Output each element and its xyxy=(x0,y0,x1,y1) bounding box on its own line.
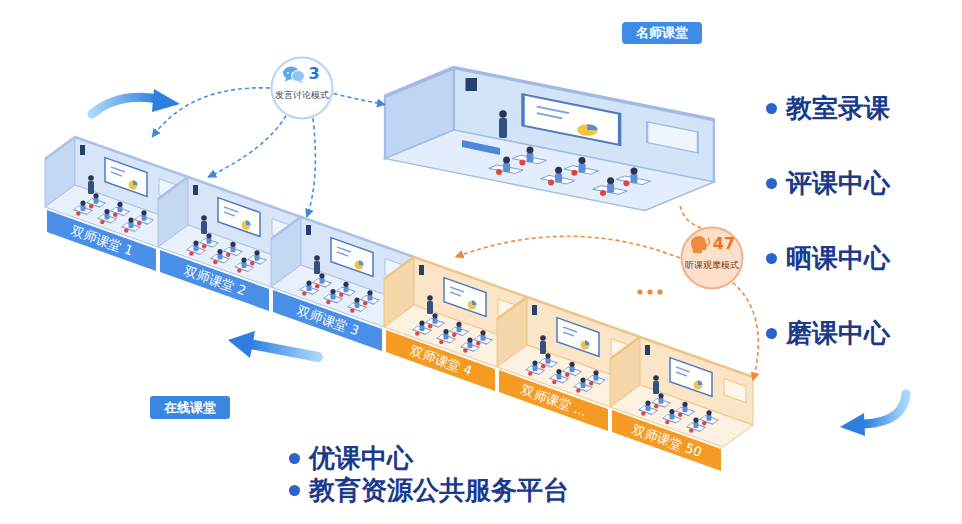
flow-arrow xyxy=(228,331,318,358)
bullet-row: 晒课中心 xyxy=(766,243,890,273)
connector xyxy=(152,88,270,137)
bullet-row: 磨课中心 xyxy=(766,318,890,348)
feature-label: 晒课中心 xyxy=(786,243,890,273)
mode-name: 听课观摩模式 xyxy=(685,260,739,271)
band-label: 双师课堂 2 xyxy=(181,262,247,299)
bullet-dot xyxy=(766,103,777,114)
classroom-main: 名师课堂 xyxy=(385,18,714,206)
feature-label: 评课中心 xyxy=(786,168,890,198)
feature-label: 优课中心 xyxy=(309,443,413,473)
bullet-row: 教室录课 xyxy=(766,93,890,123)
feature-label: 磨课中心 xyxy=(786,318,890,348)
band-label: 双师课堂 3 xyxy=(294,302,360,339)
main-classroom-art xyxy=(385,68,714,211)
feature-label: 教育资源公共服务平台 xyxy=(309,475,569,505)
connector xyxy=(733,283,759,381)
section-tag: 在线课堂 xyxy=(150,396,230,419)
mode-name: 发言讨论模式 xyxy=(275,90,329,101)
bullet-dot xyxy=(766,328,777,339)
band-label: 双师课堂 1 xyxy=(68,222,134,259)
bullet-row: 评课中心 xyxy=(766,168,890,198)
bullet-row: 教育资源公共服务平台 xyxy=(289,475,569,505)
bullet-dot xyxy=(766,178,777,189)
tag-label: 在线课堂 xyxy=(164,399,216,416)
flow-arrow xyxy=(92,89,180,114)
mode-count: 47 xyxy=(713,235,735,253)
band-label: 双师课堂 ... xyxy=(519,381,589,419)
feature-label: 教室录课 xyxy=(786,93,890,123)
flow-arrow xyxy=(840,394,906,436)
band-label: 双师课堂 4 xyxy=(407,342,473,379)
mode-bubble: 47 听课观摩模式 xyxy=(680,226,744,290)
connector xyxy=(208,116,286,177)
connector xyxy=(334,94,385,105)
connector xyxy=(456,236,681,258)
connector xyxy=(307,118,316,217)
mode-count: 3 xyxy=(308,65,319,83)
bubble-circle xyxy=(270,56,334,120)
chat-icon xyxy=(282,65,306,85)
bullet-dot xyxy=(289,453,300,464)
connector xyxy=(680,206,701,228)
bullet-dot xyxy=(289,485,300,496)
bullet-dot xyxy=(766,253,777,264)
mode-bubble: 3 发言讨论模式 xyxy=(270,56,334,120)
classroom: 双师课堂 50 xyxy=(610,337,753,473)
ellipsis-dots xyxy=(637,289,662,294)
listen-icon xyxy=(687,235,711,255)
room-title: 名师课堂 xyxy=(622,22,702,44)
bullet-row: 优课中心 xyxy=(289,443,413,473)
